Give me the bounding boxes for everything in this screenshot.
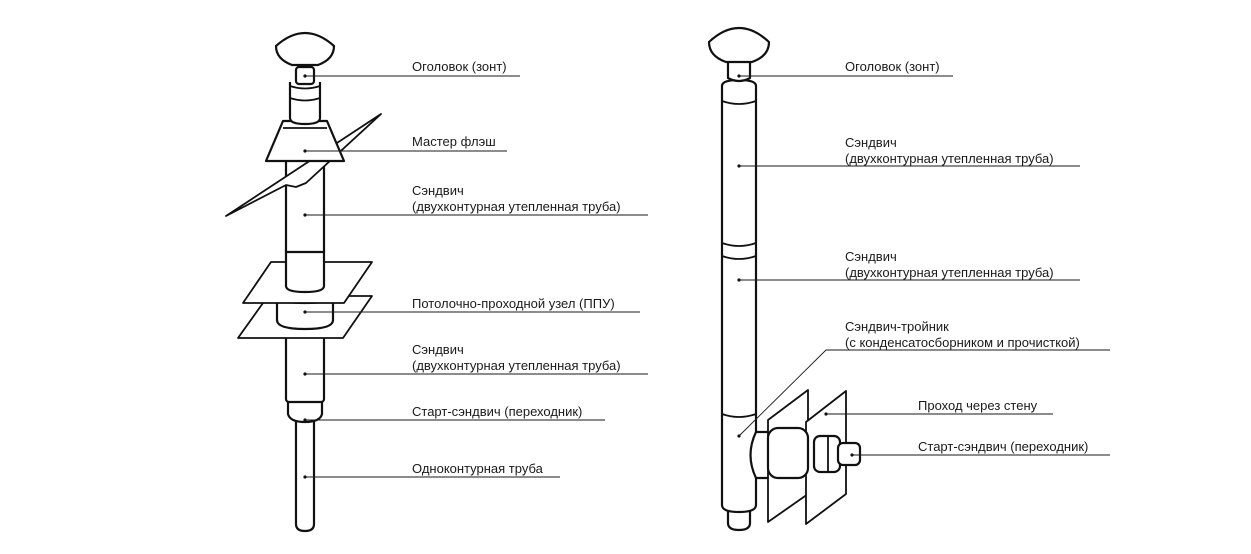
right-label-tee-desc: (с конденсатосборником и прочисткой) (845, 335, 1080, 350)
right-head-neck (726, 58, 752, 83)
right-head-umbrella (707, 27, 771, 64)
left-ppu-body (275, 299, 335, 331)
right-wall-sleeve (766, 426, 810, 480)
right-label-wall-passage: Проход через стену (918, 398, 1038, 413)
right-label-start-adapter: Старт-сэндвич (переходник) (918, 439, 1089, 454)
right-bottom-cap (726, 508, 752, 532)
left-label-master-flash: Мастер флэш (412, 134, 496, 149)
left-head-pipe (288, 82, 322, 126)
left-chimney-assembly (225, 32, 382, 533)
left-label-sandwich-top-desc: (двухконтурная утепленная труба) (412, 199, 621, 214)
left-label-start-adapter: Старт-сэндвич (переходник) (412, 404, 583, 419)
right-start-adapter-large (812, 434, 842, 474)
left-upper-sandwich-pipe (284, 250, 326, 294)
right-label-head: Оголовок (зонт) (845, 59, 940, 74)
left-master-flash (225, 113, 382, 217)
right-leader-lines (737, 74, 1110, 457)
right-label-tee-title: Сэндвич-тройник (845, 319, 949, 334)
left-label-sandwich-top-title: Сэндвич (412, 183, 464, 198)
right-label-sandwich-2-title: Сэндвич (845, 249, 897, 264)
left-label-ppu: Потолочно-проходной узел (ППУ) (412, 296, 615, 311)
left-start-adapter (286, 398, 324, 424)
right-label-sandwich-1-title: Сэндвич (845, 135, 897, 150)
right-start-adapter-small (836, 441, 862, 467)
left-head-umbrella (274, 32, 336, 67)
left-label-single-wall-pipe: Одноконтурная труба (412, 461, 543, 476)
right-label-sandwich-1-desc: (двухконтурная утепленная труба) (845, 151, 1054, 166)
right-label-sandwich-2-desc: (двухконтурная утепленная труба) (845, 265, 1054, 280)
left-label-sandwich-bottom-title: Сэндвич (412, 342, 464, 357)
left-label-sandwich-bottom-desc: (двухконтурная утепленная труба) (412, 358, 621, 373)
left-leader-lines (303, 74, 648, 479)
right-chimney-assembly (707, 27, 862, 532)
left-label-head: Оголовок (зонт) (412, 59, 507, 74)
left-master-flash-collar (264, 119, 346, 163)
